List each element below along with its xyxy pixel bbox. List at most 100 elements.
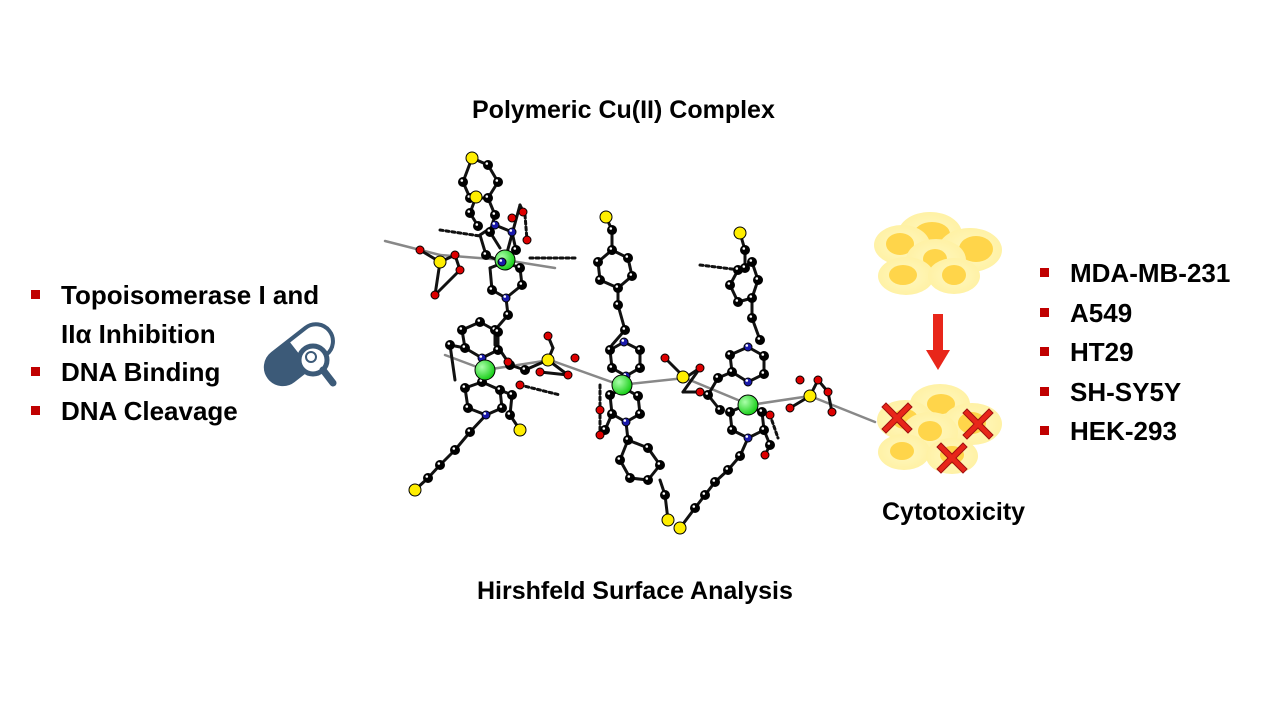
nitrogen-atom: [490, 220, 500, 230]
carbon-atom: [735, 451, 745, 461]
carbon-atom: [703, 390, 713, 400]
carbon-atom: [483, 193, 493, 203]
polymeric-complex-structure: [383, 151, 877, 535]
carbon-atom: [607, 225, 617, 235]
carbon-atom: [481, 250, 491, 260]
carbon-atom: [515, 263, 525, 273]
atom-highlight: [645, 477, 649, 480]
atom-highlight: [513, 247, 517, 250]
atom-highlight: [505, 312, 509, 315]
atom-highlight: [729, 369, 733, 372]
atom-highlight: [467, 195, 471, 198]
carbon-atom: [643, 443, 653, 453]
carbon-atom: [445, 340, 455, 350]
atom-highlight: [609, 227, 613, 230]
carbon-atom: [660, 490, 670, 500]
sulfur-atom: [408, 483, 422, 497]
atom-highlight: [617, 457, 621, 460]
nitrogen-atom: [743, 342, 753, 352]
oxygen-atom: [660, 353, 670, 363]
carbon-atom: [613, 283, 623, 293]
carbon-atom: [727, 367, 737, 377]
atom-highlight: [767, 442, 771, 445]
carbon-atom: [753, 275, 763, 285]
carbon-atom: [733, 265, 743, 275]
atom-highlight: [615, 285, 619, 288]
carbon-atom: [487, 285, 497, 295]
atom-highlight: [609, 247, 613, 250]
atom-highlight: [607, 347, 611, 350]
sulfur-atom: [469, 190, 483, 204]
oxygen-atom: [507, 213, 517, 223]
atom-highlight: [509, 229, 513, 232]
bullet-square-icon: [31, 367, 40, 376]
carbon-atom: [759, 369, 769, 379]
sulfur-atom: [733, 226, 747, 240]
down-arrow-icon: [926, 314, 950, 370]
atom-highlight: [467, 210, 471, 213]
atom-highlight: [629, 273, 633, 276]
carbon-atom: [460, 343, 470, 353]
atom-highlight: [745, 379, 749, 382]
carbon-atom: [460, 383, 470, 393]
bond: [548, 358, 622, 387]
oxygen-atom: [695, 363, 705, 373]
oxygen-atom: [515, 380, 525, 390]
oxygen-atom: [595, 430, 605, 440]
carbon-atom: [710, 477, 720, 487]
list-item: MDA-MB-231: [1036, 254, 1230, 294]
carbon-atom: [593, 257, 603, 267]
atom-highlight: [492, 222, 496, 225]
atom-highlight: [622, 327, 626, 330]
nitrogen-atom: [507, 227, 517, 237]
atom-highlight: [637, 411, 641, 414]
list-item: DNA Binding: [27, 353, 319, 392]
carbon-atom: [655, 460, 665, 470]
cross-icon: [936, 442, 968, 474]
carbon-atom: [497, 403, 507, 413]
carbon-atom: [465, 427, 475, 437]
carbon-atom: [733, 297, 743, 307]
cross-icon: [962, 408, 994, 440]
bullet-square-icon: [1040, 426, 1049, 435]
oxygen-atom: [415, 245, 425, 255]
atom-highlight: [609, 365, 613, 368]
atom-highlight: [517, 265, 521, 268]
carbon-atom: [520, 365, 530, 375]
carbon-atom: [613, 300, 623, 310]
oxygen-atom: [795, 375, 805, 385]
atom-highlight: [487, 229, 491, 232]
atom-highlight: [462, 385, 466, 388]
atom-highlight: [657, 462, 661, 465]
copper-atom: [611, 374, 633, 396]
carbon-atom: [607, 409, 617, 419]
atom-highlight: [485, 195, 489, 198]
carbon-atom: [747, 257, 757, 267]
carbon-atom: [633, 391, 643, 401]
atom-highlight: [749, 295, 753, 298]
carbon-atom: [457, 325, 467, 335]
atom-highlight: [745, 344, 749, 347]
carbon-atom: [607, 363, 617, 373]
atom-highlight: [497, 387, 501, 390]
carbon-atom: [623, 253, 633, 263]
oxygen-atom: [827, 407, 837, 417]
atom-highlight: [519, 282, 523, 285]
carbon-atom: [490, 210, 500, 220]
cell-cluster-top: [874, 212, 1002, 295]
atom-highlight: [727, 352, 731, 355]
list-item: HT29: [1036, 333, 1230, 373]
atom-highlight: [702, 492, 706, 495]
bond: [448, 343, 457, 382]
atom-highlight: [425, 475, 429, 478]
atom-layer: [408, 151, 837, 535]
oxygen-atom: [563, 370, 573, 380]
carbon-atom: [747, 293, 757, 303]
atom-highlight: [485, 162, 489, 165]
carbon-atom: [715, 405, 725, 415]
cell-cluster-bottom: [877, 384, 1002, 474]
sulfur-atom: [803, 389, 817, 403]
cross-icon: [881, 402, 913, 434]
carbon-atom: [495, 385, 505, 395]
atom-highlight: [662, 492, 666, 495]
